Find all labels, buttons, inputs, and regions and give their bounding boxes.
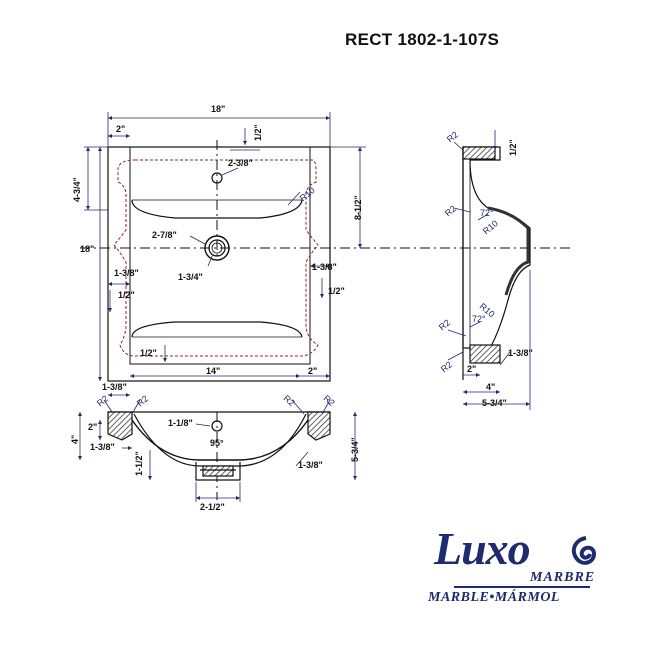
- side-profile: [462, 146, 531, 349]
- dim-right-inset: 2": [308, 366, 317, 376]
- dim-overall-depth: 18": [80, 244, 94, 254]
- brand-sub: MARBRE: [530, 570, 596, 585]
- dim-deck-depth: 8-1/2": [353, 195, 363, 220]
- drain-section: [195, 462, 241, 481]
- brand-tagline: MARBLE•MÁRMOL: [428, 590, 560, 605]
- dim-side-r-base: R2: [439, 359, 454, 374]
- dim-side-depth-5-3-4: 5-3/4": [482, 398, 507, 408]
- logo-rule: [454, 586, 590, 588]
- brand-logo: Luxo MARBRE MARBLE•MÁRMOL: [426, 523, 606, 616]
- dim-front-drain-width: 2-1/2": [200, 502, 225, 512]
- dim-bowl-width: 14": [206, 366, 220, 376]
- dim-front-tap-dia: 1-1/8": [168, 418, 193, 428]
- dim-front-angle: 95°: [210, 438, 224, 448]
- bowl-lower-edge: [131, 321, 303, 338]
- top-view: [107, 146, 331, 382]
- side-view: [462, 146, 531, 380]
- dim-left-edge: 1-3/8": [114, 268, 139, 278]
- dim-drain-inner: 1-3/4": [178, 272, 203, 282]
- dim-front-r-left-inner: R2: [135, 393, 150, 408]
- dim-overall-width: 18": [211, 104, 225, 114]
- dim-side-base-1-3-8: 1-3/8": [508, 348, 533, 358]
- dim-side-angle-top: 72°: [480, 208, 494, 218]
- dim-side-lip: 1/2": [508, 139, 518, 156]
- drawing-title: RECT 1802-1-107S: [345, 30, 500, 49]
- dim-side-r-top: R2: [445, 129, 460, 144]
- dim-right-edge: 1-3/8": [312, 262, 337, 272]
- dim-front-right-thick: 1-3/8": [298, 460, 323, 470]
- dim-left-inset: 2": [116, 124, 125, 134]
- dim-front-r-right-outer: R2: [322, 393, 337, 408]
- dim-front-total-height: 5-3/4": [350, 437, 360, 462]
- hidden-bowl-outline: [113, 159, 319, 357]
- dim-radius: R10: [298, 185, 317, 203]
- dim-bottom-left: 1-3/8": [102, 382, 127, 392]
- dim-side-depth-4: 4": [486, 382, 495, 392]
- dim-right-lip: 1/2": [328, 286, 345, 296]
- brand-name: Luxo: [434, 523, 531, 574]
- dim-tap-spacing: 2-3/8": [228, 158, 253, 168]
- dim-side-r-mid: R2: [443, 203, 458, 218]
- dim-tap-from-top: 4-3/4": [72, 177, 82, 202]
- dim-front-drain-drop: 1-1/2": [134, 451, 144, 476]
- dim-front-height-4: 4": [70, 435, 80, 444]
- dim-side-base-2: 2": [467, 364, 476, 374]
- dim-front-left-thick: 1-3/8": [90, 442, 115, 452]
- dim-left-lip: 1/2": [118, 290, 135, 300]
- dim-front-height-2: 2": [88, 422, 97, 432]
- dim-front-r-right-inner: R2: [282, 393, 297, 408]
- bowl-upper-edge: [131, 199, 303, 219]
- dim-side-r10-top: R10: [481, 218, 500, 236]
- dim-side-angle-bottom: 72°: [472, 314, 486, 324]
- dim-tap-hole-offset: 1/2": [253, 124, 263, 141]
- dim-drain-dia: 2-7/8": [152, 230, 177, 240]
- dim-bottom-lip: 1/2": [140, 348, 157, 358]
- swirl-icon: [571, 536, 597, 565]
- front-view: [107, 411, 331, 481]
